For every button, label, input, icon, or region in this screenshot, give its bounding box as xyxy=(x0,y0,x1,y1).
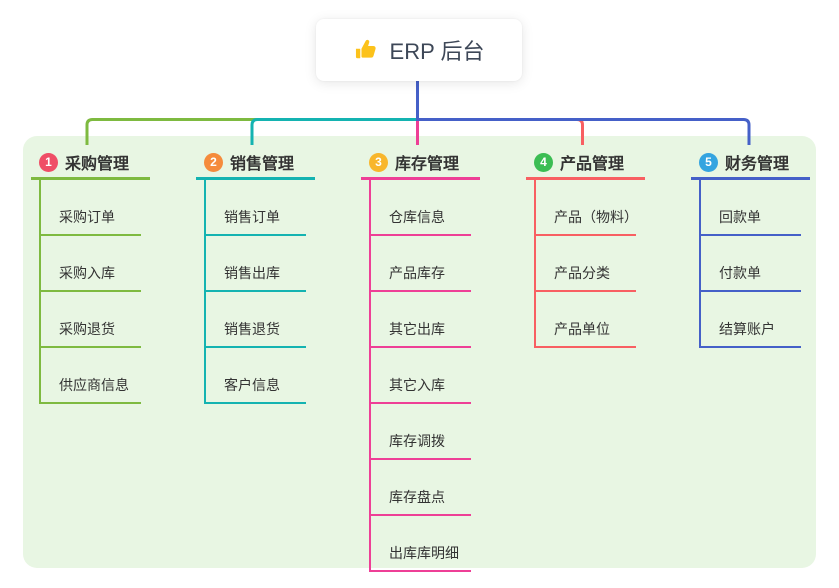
node-purchase-order[interactable]: 采购订单 xyxy=(41,180,141,236)
branch-purchase-header[interactable]: 1 采购管理 xyxy=(31,147,150,180)
branch-sales: 2 销售管理 销售订单 销售出库 销售退货 客户信息 xyxy=(196,147,315,404)
node-label: 付款单 xyxy=(719,265,761,281)
node-customer-info[interactable]: 客户信息 xyxy=(206,348,306,404)
branch-sales-label: 销售管理 xyxy=(230,156,295,173)
branch-inventory-items: 仓库信息 产品库存 其它出库 其它入库 库存调拨 库存盘点 出库库明细 xyxy=(369,180,471,572)
branch-product: 4 产品管理 产品（物料） 产品分类 产品单位 xyxy=(526,147,645,348)
node-stock-taking[interactable]: 库存盘点 xyxy=(371,460,471,516)
node-label: 采购订单 xyxy=(59,209,115,225)
branch-purchase: 1 采购管理 采购订单 采购入库 采购退货 供应商信息 xyxy=(31,147,150,404)
branch-finance: 5 财务管理 回款单 付款单 结算账户 xyxy=(691,147,810,348)
branch-purchase-items: 采购订单 采购入库 采购退货 供应商信息 xyxy=(39,180,141,404)
badge-3: 3 xyxy=(369,152,388,172)
branch-finance-label: 财务管理 xyxy=(725,156,790,173)
node-label: 其它出库 xyxy=(389,321,445,337)
branch-inventory-header[interactable]: 3 库存管理 xyxy=(361,147,480,180)
node-sales-return[interactable]: 销售退货 xyxy=(206,292,306,348)
node-label: 产品单位 xyxy=(554,321,610,337)
badge-2: 2 xyxy=(204,152,223,172)
node-supplier-info[interactable]: 供应商信息 xyxy=(41,348,141,404)
node-stock-transfer[interactable]: 库存调拨 xyxy=(371,404,471,460)
badge-4: 4 xyxy=(534,152,553,172)
node-label: 销售出库 xyxy=(224,265,280,281)
node-receipt-voucher[interactable]: 回款单 xyxy=(701,180,801,236)
node-label: 销售退货 xyxy=(224,321,280,337)
thumbs-up-icon xyxy=(354,37,380,63)
node-label: 仓库信息 xyxy=(389,209,445,225)
branch-finance-header[interactable]: 5 财务管理 xyxy=(691,147,810,180)
node-label: 库存调拨 xyxy=(389,433,445,449)
branch-finance-items: 回款单 付款单 结算账户 xyxy=(699,180,801,348)
node-label: 产品库存 xyxy=(389,265,445,281)
node-other-inbound[interactable]: 其它入库 xyxy=(371,348,471,404)
branches-panel xyxy=(23,136,816,568)
node-purchase-inbound[interactable]: 采购入库 xyxy=(41,236,141,292)
root-title: ERP 后台 xyxy=(389,39,485,64)
branch-product-items: 产品（物料） 产品分类 产品单位 xyxy=(534,180,638,348)
node-label: 其它入库 xyxy=(389,377,445,393)
node-outbound-detail[interactable]: 出库库明细 xyxy=(371,516,471,572)
branch-sales-items: 销售订单 销售出库 销售退货 客户信息 xyxy=(204,180,306,404)
branch-inventory: 3 库存管理 仓库信息 产品库存 其它出库 其它入库 库存调拨 库存盘点 出库库… xyxy=(361,147,480,572)
branch-sales-header[interactable]: 2 销售管理 xyxy=(196,147,315,180)
node-label: 产品（物料） xyxy=(554,209,638,225)
node-product-material[interactable]: 产品（物料） xyxy=(536,180,638,236)
node-product-unit[interactable]: 产品单位 xyxy=(536,292,636,348)
branch-product-label: 产品管理 xyxy=(560,156,625,173)
node-label: 销售订单 xyxy=(224,209,280,225)
node-label: 供应商信息 xyxy=(59,377,129,393)
node-product-stock[interactable]: 产品库存 xyxy=(371,236,471,292)
node-label: 产品分类 xyxy=(554,265,610,281)
node-label: 回款单 xyxy=(719,209,761,225)
branch-product-header[interactable]: 4 产品管理 xyxy=(526,147,645,180)
node-product-category[interactable]: 产品分类 xyxy=(536,236,636,292)
node-other-outbound[interactable]: 其它出库 xyxy=(371,292,471,348)
node-label: 库存盘点 xyxy=(389,489,445,505)
branch-inventory-label: 库存管理 xyxy=(395,156,460,173)
badge-5: 5 xyxy=(699,152,718,172)
node-sales-outbound[interactable]: 销售出库 xyxy=(206,236,306,292)
node-label: 客户信息 xyxy=(224,377,280,393)
node-label: 出库库明细 xyxy=(389,545,459,561)
branch-purchase-label: 采购管理 xyxy=(65,156,130,173)
badge-1: 1 xyxy=(39,152,58,172)
node-warehouse-info[interactable]: 仓库信息 xyxy=(371,180,471,236)
node-label: 结算账户 xyxy=(719,321,775,337)
node-settlement-account[interactable]: 结算账户 xyxy=(701,292,801,348)
root-node[interactable]: ERP 后台 xyxy=(316,19,522,81)
node-payment-voucher[interactable]: 付款单 xyxy=(701,236,801,292)
node-label: 采购退货 xyxy=(59,321,115,337)
node-label: 采购入库 xyxy=(59,265,115,281)
node-purchase-return[interactable]: 采购退货 xyxy=(41,292,141,348)
node-sales-order[interactable]: 销售订单 xyxy=(206,180,306,236)
